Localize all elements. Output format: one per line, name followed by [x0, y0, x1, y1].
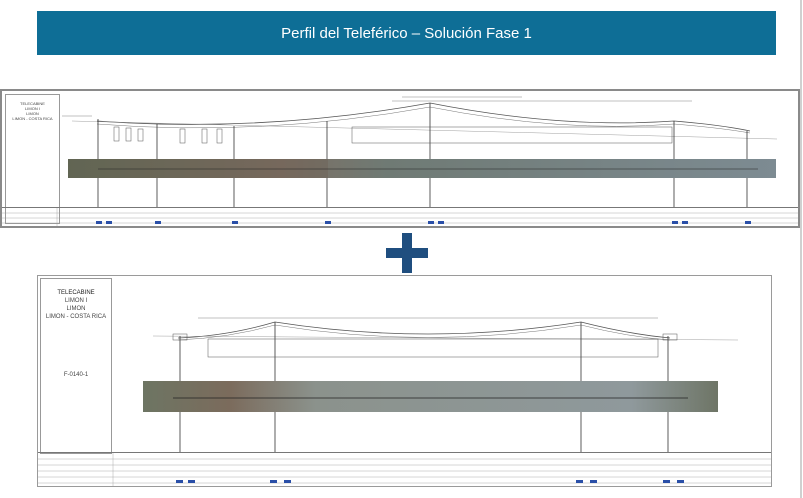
cable-profile-drawing-bottom: TELECABINE LIMON I LIMON LIMON - COSTA R…	[37, 275, 772, 487]
title-block-line: TELECABINE	[57, 290, 95, 296]
cable-profile-drawing-top: TELECABINE LIMON I LIMON LIMON - COSTA R…	[0, 89, 800, 228]
drawing-number: F-0140-1	[63, 372, 89, 378]
title-block-line: LIMON - COSTA RICA	[12, 116, 53, 121]
page-border	[800, 0, 802, 498]
title-block-line: LIMON I	[25, 106, 40, 111]
title-block-line: LIMON	[66, 306, 86, 312]
title-bar: Perfil del Teleférico – Solución Fase 1	[37, 11, 776, 55]
table-grid	[2, 208, 798, 226]
title-block-line: LIMON I	[64, 298, 88, 304]
plus-icon	[386, 233, 428, 273]
table-grid	[38, 453, 771, 486]
aerial-photo-strip	[143, 381, 718, 412]
data-table	[2, 207, 798, 226]
title-block: TELECABINE LIMON I LIMON LIMON - COSTA R…	[40, 278, 112, 454]
title-block-line: TELECABINE	[20, 101, 45, 106]
profile-line-drawing	[152, 317, 739, 452]
data-table	[38, 452, 771, 486]
title-block-line: LIMON - COSTA RICA	[45, 314, 107, 320]
page-title: Perfil del Teleférico – Solución Fase 1	[281, 24, 532, 42]
aerial-photo-strip	[68, 159, 776, 178]
title-block-line: LIMON	[26, 111, 39, 116]
title-block: TELECABINE LIMON I LIMON LIMON - COSTA R…	[5, 94, 60, 224]
